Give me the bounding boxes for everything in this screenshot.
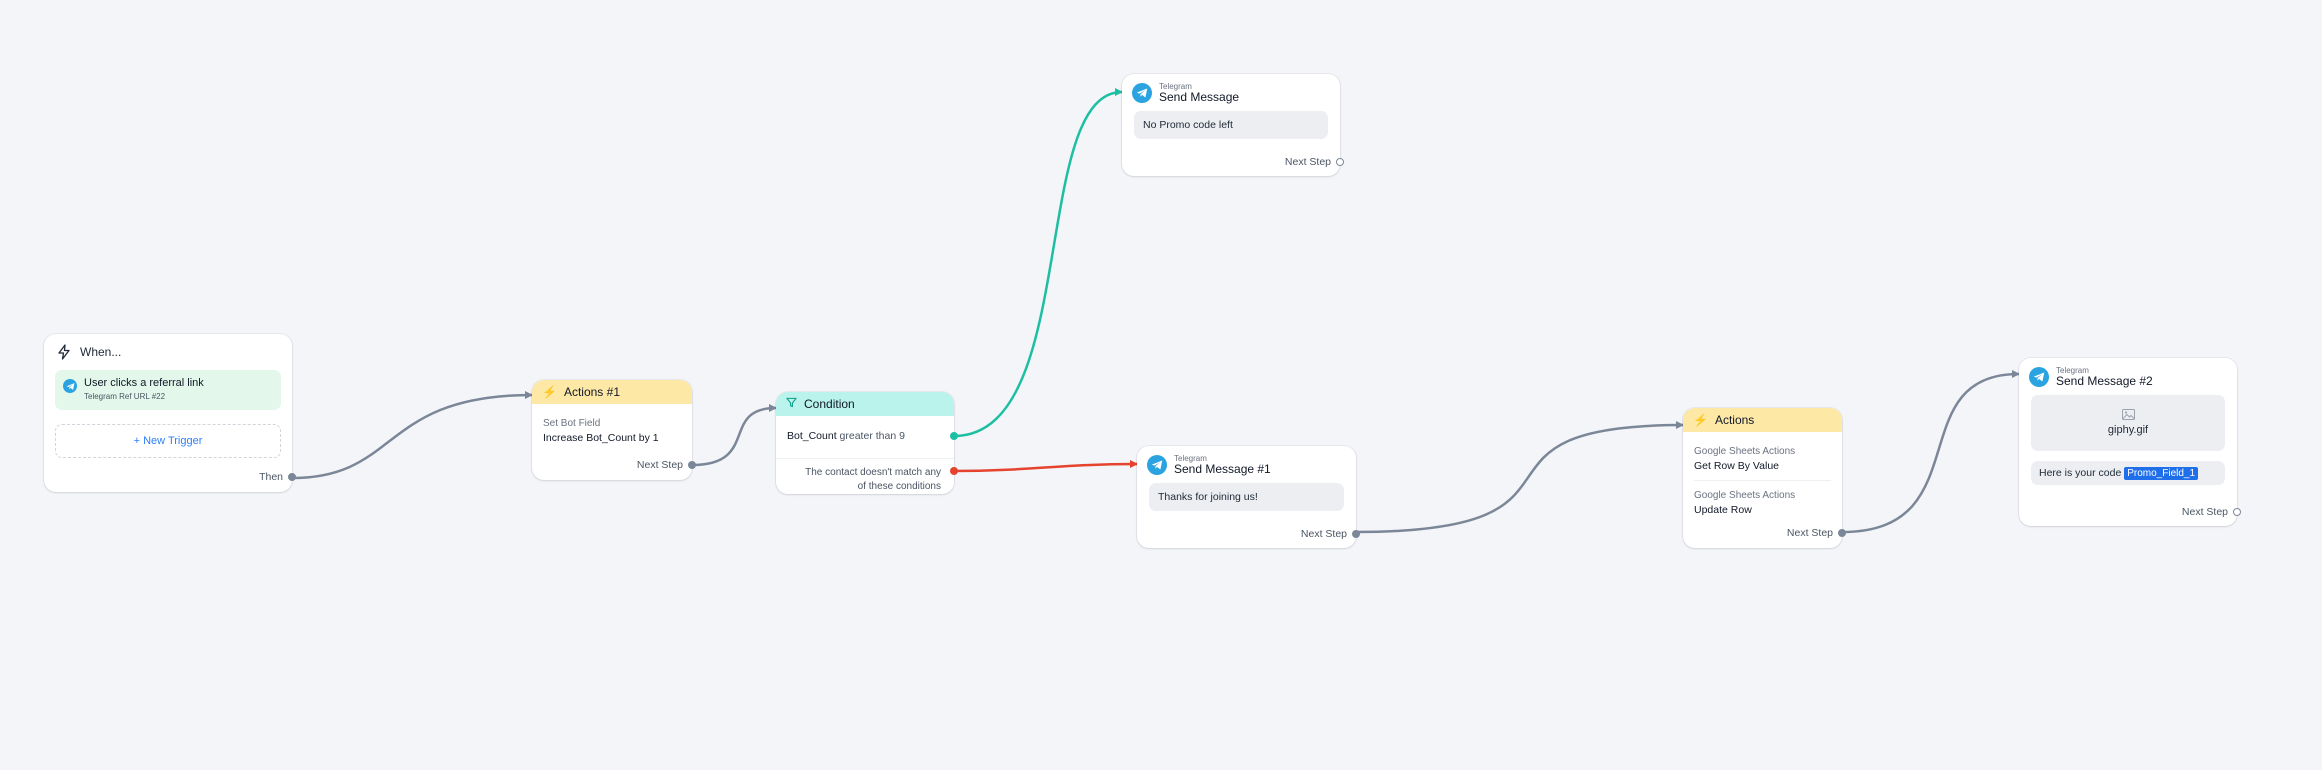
condition-operator: greater than 9	[839, 430, 905, 442]
action-value: Update Row	[1694, 504, 1752, 516]
condition-header: Condition	[776, 392, 954, 416]
node-title: Send Message	[1159, 90, 1240, 105]
condition-title: Condition	[804, 397, 855, 411]
channel-label: Telegram	[1174, 454, 1207, 463]
condition-node[interactable]: Condition Bot_Count greater than 9 The c…	[776, 392, 958, 494]
action-value: Increase Bot_Count by 1	[543, 432, 659, 444]
trigger-header: When...	[80, 345, 122, 359]
message-text[interactable]: Here is your code Promo_Field_1	[2031, 460, 2225, 485]
next-step-label: Next Step	[1284, 156, 1331, 168]
new-trigger-label: + New Trigger	[133, 435, 203, 447]
lightning-icon: ⚡	[542, 385, 557, 399]
action-label: Google Sheets Actions	[1694, 490, 1796, 501]
wire-actions1-to-condition	[691, 404, 777, 467]
actions1-title: Actions #1	[563, 385, 620, 399]
wire-condition-true	[953, 88, 1123, 438]
telegram-icon	[1147, 455, 1167, 476]
new-trigger-button[interactable]: + New Trigger	[55, 424, 281, 458]
condition-field: Bot_Count	[787, 430, 837, 442]
action-label: Set Bot Field	[543, 418, 601, 429]
next-step-label: Next Step	[1786, 527, 1833, 539]
send-message-2-node[interactable]: Telegram Send Message #2 giphy.gif Here …	[2019, 358, 2241, 526]
promo-field-tag[interactable]: Promo_Field_1	[2124, 466, 2199, 480]
telegram-icon	[2029, 367, 2049, 388]
actions1-header: ⚡ Actions #1	[532, 380, 692, 404]
action-item-1[interactable]: Google Sheets Actions Get Row By Value	[1683, 432, 1842, 480]
filter-icon	[786, 397, 797, 411]
actions2-title: Actions	[1714, 413, 1755, 427]
next-step-label: Next Step	[2181, 506, 2228, 518]
wire-send1-to-actions2	[1355, 421, 1684, 534]
wire-actions2-to-send2	[1841, 370, 2020, 534]
output-port[interactable]	[2233, 508, 2241, 516]
telegram-icon	[1132, 83, 1152, 104]
send-message-1-node[interactable]: Telegram Send Message #1 Thanks for join…	[1137, 446, 1360, 548]
wire-condition-false	[953, 460, 1138, 473]
next-step-label: Next Step	[1300, 528, 1347, 540]
node-title: Send Message #2	[2056, 374, 2153, 389]
condition-rule[interactable]: Bot_Count greater than 9	[776, 416, 954, 450]
node-title: Send Message #1	[1174, 462, 1271, 477]
message-text[interactable]: Thanks for joining us!	[1149, 482, 1344, 511]
actions1-node[interactable]: ⚡ Actions #1 Set Bot Field Increase Bot_…	[532, 380, 696, 480]
telegram-icon	[63, 379, 77, 393]
send-message-top-node[interactable]: Telegram Send Message No Promo code left…	[1122, 74, 1344, 176]
trigger-node[interactable]: When... User clicks a referral link Tele…	[44, 334, 296, 492]
else-line-2: of these conditions	[857, 480, 941, 492]
image-filename: giphy.gif	[2107, 424, 2149, 437]
action-item-2[interactable]: Google Sheets Actions Update Row	[1683, 481, 1842, 516]
action-label: Google Sheets Actions	[1694, 446, 1796, 457]
output-port[interactable]	[1336, 158, 1344, 166]
actions2-node[interactable]: ⚡ Actions Google Sheets Actions Get Row …	[1683, 408, 1846, 548]
false-output-port[interactable]	[950, 467, 958, 475]
message-text[interactable]: No Promo code left	[1134, 110, 1328, 139]
message-prefix: Here is your code	[2039, 466, 2122, 479]
actions2-header: ⚡ Actions	[1683, 408, 1842, 432]
action-value: Get Row By Value	[1694, 460, 1780, 472]
output-port[interactable]	[1352, 530, 1360, 538]
image-attachment[interactable]: giphy.gif	[2031, 394, 2225, 451]
output-port[interactable]	[1838, 529, 1846, 537]
true-output-port[interactable]	[950, 432, 958, 440]
lightning-icon	[58, 344, 70, 360]
output-port[interactable]	[688, 461, 696, 469]
output-port[interactable]	[288, 473, 296, 481]
channel-label: Telegram	[1159, 82, 1192, 91]
trigger-item-subtitle: Telegram Ref URL #22	[84, 392, 166, 402]
wire-trigger-to-actions1	[291, 391, 533, 480]
trigger-item-title: User clicks a referral link	[84, 377, 204, 389]
channel-label: Telegram	[2056, 366, 2089, 375]
image-icon	[2121, 409, 2135, 421]
condition-else[interactable]: The contact doesn't match any of these c…	[776, 459, 954, 493]
next-step-label: Next Step	[636, 459, 683, 471]
then-label: Then	[259, 471, 283, 483]
else-line-1: The contact doesn't match any	[805, 467, 941, 478]
trigger-item[interactable]: User clicks a referral link Telegram Ref…	[55, 370, 281, 410]
lightning-icon: ⚡	[1693, 413, 1708, 427]
